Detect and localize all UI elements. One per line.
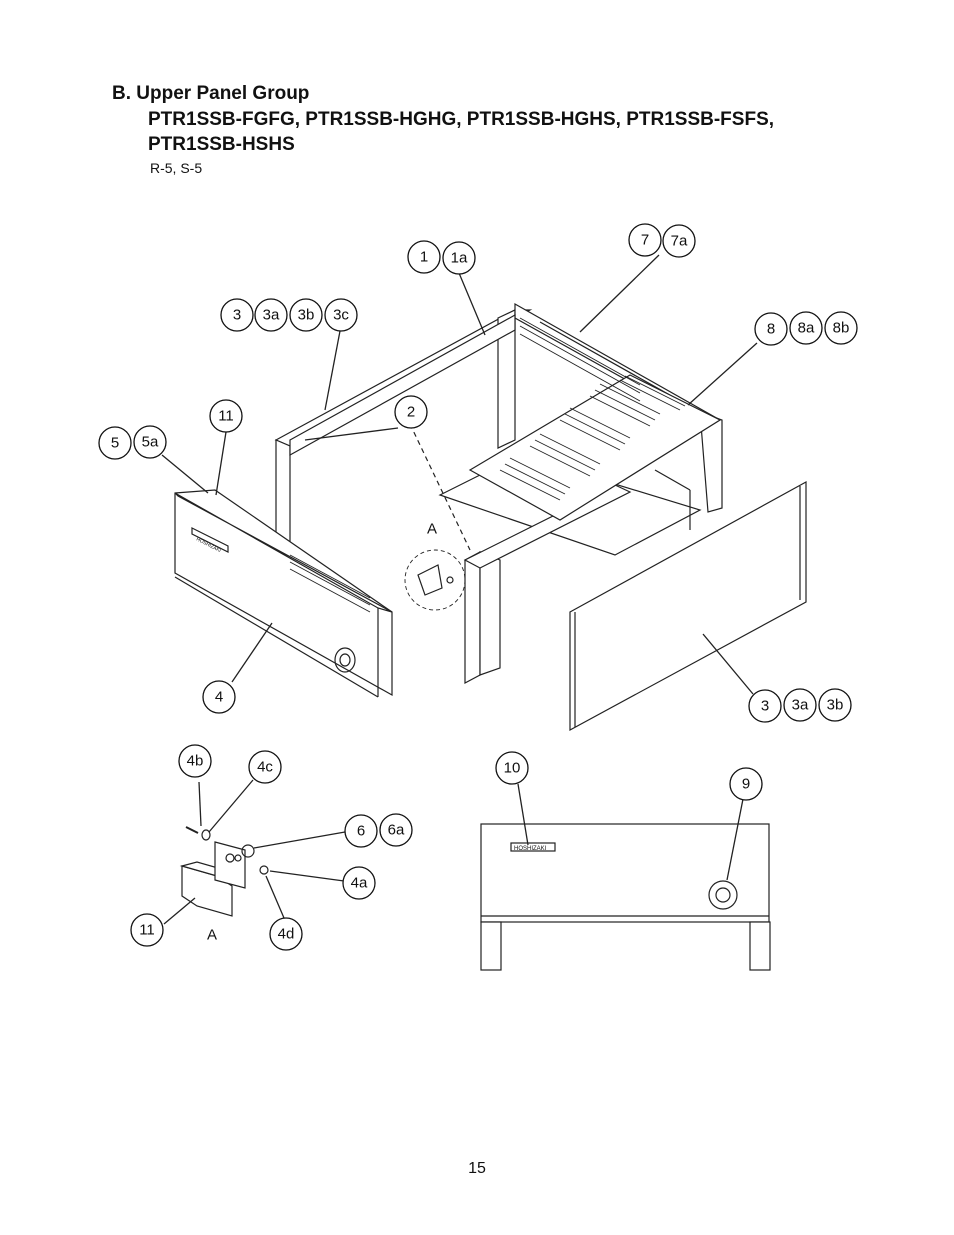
callout-2-label: 2: [407, 404, 415, 421]
top-grille-panel: [468, 374, 722, 521]
callout-1: [407, 240, 441, 274]
callout-8a: [789, 311, 823, 345]
callout-10-label: 10: [504, 760, 521, 777]
revision-code: R-5, S-5: [150, 160, 203, 176]
callout-3b-bottom-label: 3b: [827, 697, 844, 714]
model-list-line-2: PTR1SSB-HSHS: [148, 134, 295, 155]
callout-4: [202, 680, 236, 714]
control-knob-icon: [334, 647, 356, 673]
callout-3-bottom: [748, 689, 782, 723]
callout-3b-bottom: [818, 688, 852, 722]
callout-4-label: 4: [215, 689, 223, 706]
callout-4d-label: 4d: [278, 926, 295, 943]
callout-3c-top: [324, 298, 358, 332]
rear-vent-strips: [519, 317, 641, 402]
callout-11-top-label: 11: [218, 408, 234, 425]
callout-4c-label: 4c: [257, 759, 273, 776]
callout-3-bottom-label: 3: [761, 698, 769, 715]
callout-3a-top-label: 3a: [263, 307, 280, 324]
callout-7: [628, 223, 662, 257]
callout-5-label: 5: [111, 435, 119, 452]
callout-3b-top: [289, 298, 323, 332]
callout-6a-label: 6a: [388, 822, 405, 839]
callout-4a-label: 4a: [351, 875, 368, 892]
page-number: 15: [468, 1160, 486, 1177]
callout-8: [754, 312, 788, 346]
detail-a-circle: [404, 549, 466, 611]
callout-3a-top: [254, 298, 288, 332]
callout-3c-top-label: 3c: [333, 307, 349, 324]
callout-6a: [379, 813, 413, 847]
callout-5: [98, 426, 132, 460]
callout-2: [394, 395, 428, 429]
detail-a-marker-main: A: [427, 521, 437, 538]
callout-9-label: 9: [742, 776, 750, 793]
detail-a-exploded: [179, 826, 269, 917]
callout-3a-bottom-label: 3a: [792, 697, 809, 714]
callout-1a-label: 1a: [451, 250, 468, 267]
callout-11-top: [209, 399, 243, 433]
section-title: B. Upper Panel Group: [112, 83, 310, 104]
callout-9: [729, 767, 763, 801]
callout-5a: [133, 425, 167, 459]
callout-11-bottom-label: 11: [139, 922, 155, 939]
callout-7a: [662, 224, 696, 258]
elevation-brand-plate: HOSHIZAKI: [514, 846, 547, 852]
callout-4b: [178, 744, 212, 778]
detail-a-marker-detail: A: [207, 927, 217, 944]
front-elevation-view: [480, 823, 771, 971]
callout-7a-label: 7a: [671, 233, 688, 250]
callout-8b-label: 8b: [833, 320, 850, 337]
callout-3a-bottom: [783, 688, 817, 722]
callout-4c: [248, 750, 282, 784]
callout-3-top: [220, 298, 254, 332]
callout-bubbles: [98, 223, 858, 951]
callout-3b-top-label: 3b: [298, 307, 315, 324]
callout-8-label: 8: [767, 321, 775, 338]
front-panel: [174, 489, 393, 698]
callout-3-top-label: 3: [233, 307, 241, 324]
right-side-panel: [569, 480, 807, 732]
callout-4b-label: 4b: [187, 753, 204, 770]
callout-6: [344, 814, 378, 848]
callout-1a: [442, 241, 476, 275]
callout-7-label: 7: [641, 232, 649, 249]
callout-8a-label: 8a: [798, 320, 815, 337]
callout-11-bottom: [130, 913, 164, 947]
left-side-panel: [289, 313, 516, 457]
leader-lines: [161, 254, 758, 925]
callout-10: [495, 751, 529, 785]
callout-1-label: 1: [420, 249, 428, 266]
callout-4d: [269, 917, 303, 951]
callout-4a: [342, 866, 376, 900]
model-list-line-1: PTR1SSB-FGFG, PTR1SSB-HGHG, PTR1SSB-HGHS…: [148, 109, 775, 130]
callout-6-label: 6: [357, 823, 365, 840]
callout-5a-label: 5a: [142, 434, 159, 451]
callout-8b: [824, 311, 858, 345]
